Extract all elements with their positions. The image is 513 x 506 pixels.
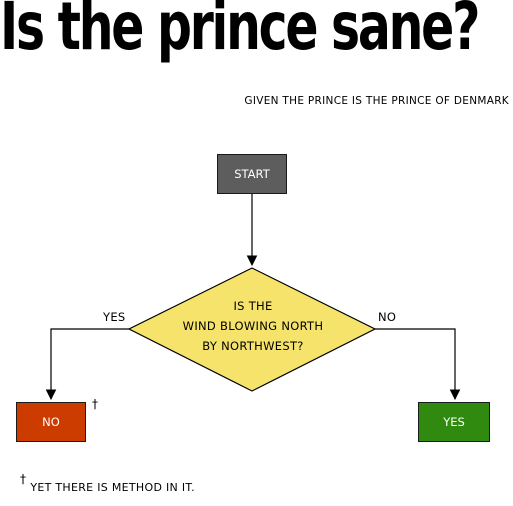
- no-branch-label: NO: [378, 310, 397, 324]
- outcome-no-node: NO: [16, 402, 86, 442]
- arrow-yes-branch: [45, 328, 129, 401]
- decision-line-3: BY NORTHWEST?: [202, 339, 304, 353]
- decision-line-2: WIND BLOWING NORTH: [182, 319, 324, 333]
- decision-question: IS THE WIND BLOWING NORTH BY NORTHWEST?: [162, 296, 344, 356]
- yes-branch-label: YES: [103, 310, 126, 324]
- page-subtitle: GIVEN THE PRINCE IS THE PRINCE OF DENMAR…: [244, 95, 509, 107]
- start-node: START: [217, 154, 287, 194]
- footnote-text: YET THERE IS METHOD IN IT.: [30, 481, 195, 494]
- outcome-yes-node: YES: [418, 402, 490, 442]
- dagger-mark: †: [92, 397, 98, 411]
- footnote: †YET THERE IS METHOD IN IT.: [20, 472, 195, 494]
- footnote-dagger: †: [20, 472, 27, 486]
- decision-diamond: [127, 267, 377, 392]
- decision-line-1: IS THE: [233, 299, 273, 313]
- arrow-no-branch: [375, 328, 461, 401]
